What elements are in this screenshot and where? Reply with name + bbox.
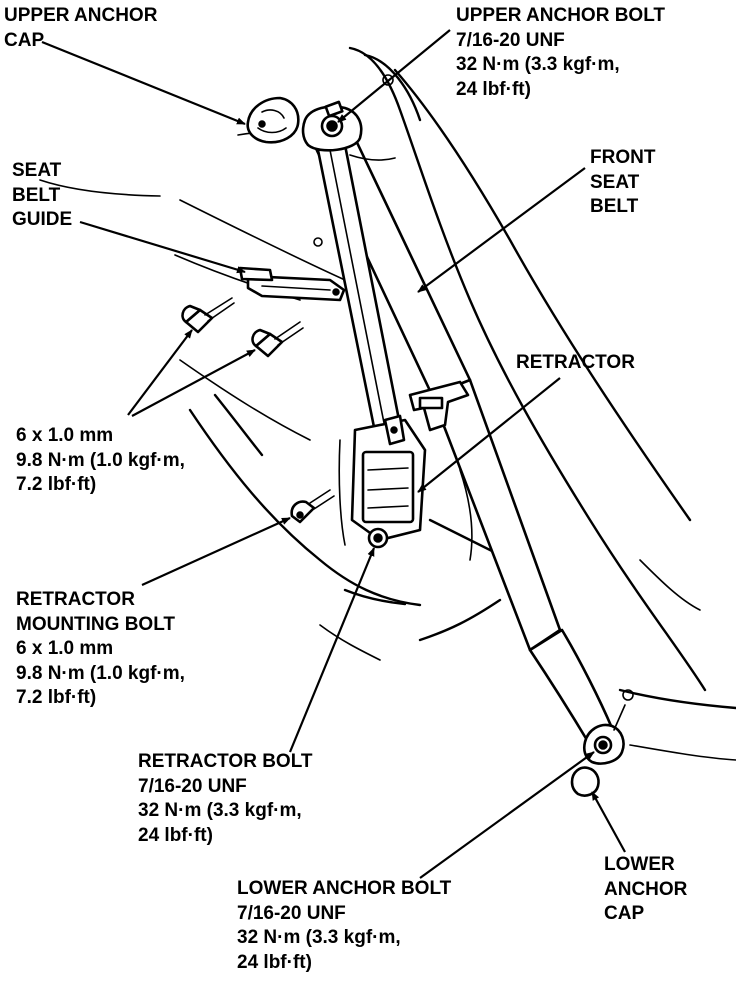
label-seat-belt-guide: SEAT BELT GUIDE [12, 160, 73, 230]
leader-retractor [417, 377, 561, 493]
leader-upper-anchor-cap [41, 40, 246, 126]
lower-anchor-assembly [582, 689, 634, 765]
leader-lower-anchor-cap [591, 791, 626, 853]
leader-front-seat-belt [417, 167, 586, 293]
leader-upper-anchor-bolt [337, 29, 451, 123]
seat-belt-guide [238, 237, 346, 302]
body-panel-outline [39, 46, 736, 761]
label-retractor-bolt: RETRACTOR BOLT 7/16-20 UNF 32 N·m (3.3 k… [138, 751, 313, 846]
leader-lines [41, 29, 626, 879]
leader-guide-bolt-lower [131, 349, 256, 417]
guide-bolt-lower [251, 321, 304, 358]
label-upper-anchor-bolt: UPPER ANCHOR BOLT 7/16-20 UNF 32 N·m (3.… [456, 5, 665, 100]
front-seat-belt-webbing [310, 130, 614, 747]
label-lower-anchor-bolt: LOWER ANCHOR BOLT 7/16-20 UNF 32 N·m (3.… [237, 878, 452, 973]
leader-lower-anchor-bolt [419, 751, 595, 879]
leader-retractor-bolt [288, 547, 376, 753]
label-lower-anchor-cap: LOWER ANCHOR CAP [604, 854, 688, 924]
label-retractor-mounting-bolt: RETRACTOR MOUNTING BOLT 6 x 1.0 mm 9.8 N… [16, 589, 185, 708]
upper-anchor-assembly [301, 74, 396, 161]
retractor-mounting-bolt [290, 489, 335, 524]
belt-latch [408, 380, 470, 432]
leader-retractor-mounting-bolt [141, 516, 291, 587]
label-retractor: RETRACTOR [516, 352, 635, 373]
label-guide-bolts: 6 x 1.0 mm 9.8 N·m (1.0 kgf·m, 7.2 lbf·f… [16, 425, 185, 495]
lower-anchor-cap [570, 766, 600, 797]
retractor-unit [338, 414, 427, 549]
label-front-seat-belt: FRONT SEAT BELT [590, 147, 656, 217]
leader-guide-bolt-upper [127, 329, 193, 416]
leader-seat-belt-guide [79, 220, 246, 274]
guide-bolt-upper [181, 297, 235, 334]
upper-anchor-cap [246, 96, 300, 144]
label-upper-anchor-cap: UPPER ANCHOR CAP [4, 5, 158, 51]
